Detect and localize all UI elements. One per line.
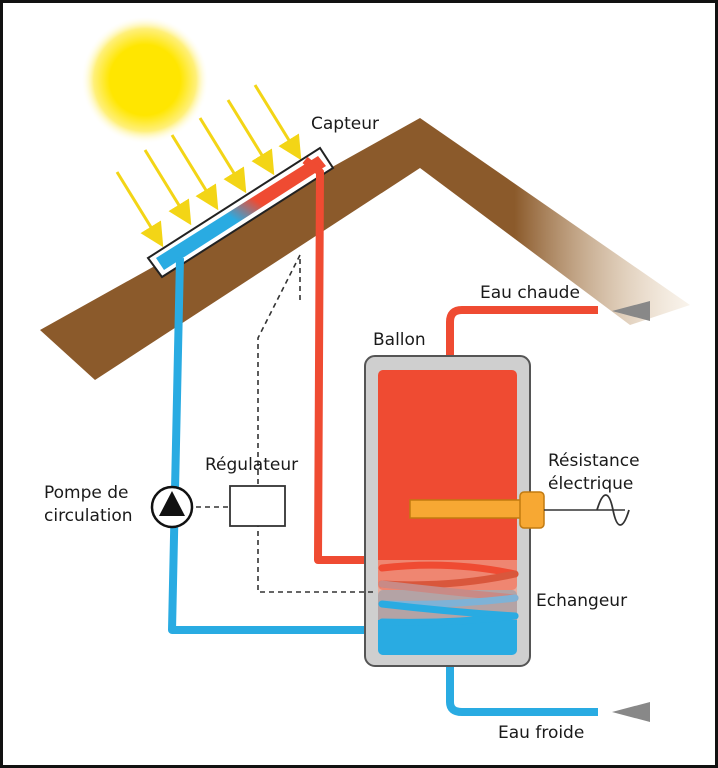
exchanger-label: Echangeur xyxy=(536,591,627,611)
sun-ray xyxy=(143,149,192,226)
pump-label-line1: Pompe de xyxy=(44,483,129,503)
sun-ray xyxy=(253,84,302,161)
ac-sine-icon xyxy=(596,494,630,526)
sun-ray xyxy=(226,99,275,176)
sun-icon xyxy=(81,16,209,144)
regulator-box xyxy=(229,485,286,527)
solar-collector xyxy=(146,146,335,279)
cold-water-label: Eau froide xyxy=(498,723,584,743)
resistance-label-line1: Résistance xyxy=(548,451,640,471)
tank-label: Ballon xyxy=(373,330,426,350)
sun-rays xyxy=(115,84,302,248)
regulator-label: Régulateur xyxy=(205,455,298,475)
cold-water-pipe xyxy=(446,660,598,716)
sun-ray xyxy=(170,134,219,211)
cold-water-arrow xyxy=(612,702,650,722)
sun-ray xyxy=(198,117,247,194)
regulator-wiring xyxy=(196,254,375,593)
hot-water-pipe xyxy=(446,306,598,360)
pump-label-line2: circulation xyxy=(44,506,133,526)
resistance-label-line2: électrique xyxy=(548,474,633,494)
electric-resistance xyxy=(409,491,630,529)
collector-label: Capteur xyxy=(311,114,379,134)
hot-water-label: Eau chaude xyxy=(480,283,580,303)
pump-icon xyxy=(150,485,194,529)
hot-water-arrow xyxy=(612,301,650,321)
heat-exchanger-coil xyxy=(378,561,519,626)
house-roof xyxy=(40,118,690,380)
sun-ray xyxy=(115,171,164,248)
